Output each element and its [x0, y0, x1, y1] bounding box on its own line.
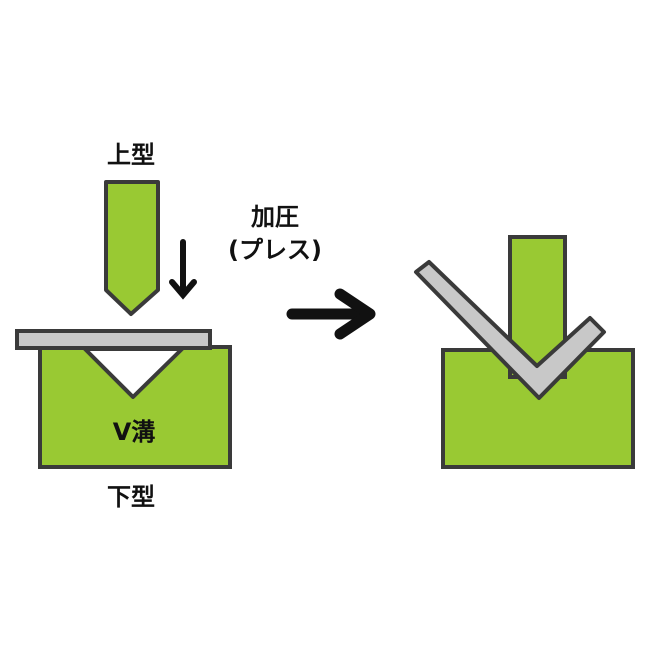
lower-die-label: 下型 — [107, 483, 155, 511]
down-arrow-icon — [169, 239, 197, 300]
right-arrow-icon — [286, 288, 376, 340]
pressure-label: 加圧 — [251, 203, 299, 231]
metal-sheet — [15, 329, 212, 350]
after-state — [414, 235, 635, 469]
bent-sheet — [414, 260, 606, 400]
press-label: (プレス) — [228, 236, 322, 264]
upper-die-label: 上型 — [107, 141, 155, 169]
upper-die — [104, 180, 160, 316]
before-state — [15, 180, 232, 469]
v-groove-label: V溝 — [112, 418, 156, 446]
